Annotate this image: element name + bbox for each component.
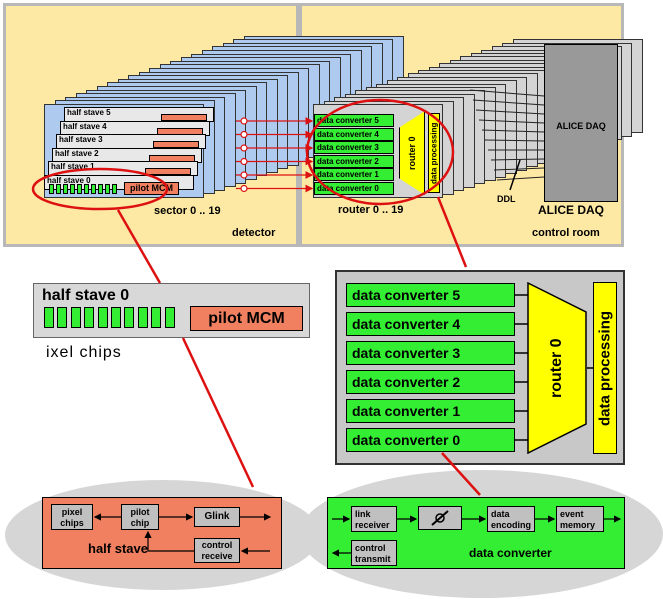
link-node: [240, 184, 248, 193]
router-range-label: router 0 .. 19: [338, 204, 404, 216]
zoom-pixel-chip: [84, 307, 95, 328]
data-converter-small: data converter 4: [314, 127, 394, 141]
half-stave-zoom-title: half stave 0: [42, 287, 130, 304]
ddl-fibre: [475, 109, 545, 115]
zoom-pixel-chip: [97, 307, 108, 328]
alice-daq-label: ALICE DAQ: [538, 203, 604, 217]
control-transmit-box: control transmit: [351, 540, 397, 566]
pixel-chip-small: [84, 184, 89, 194]
pixel-chips-box: pixel chips: [51, 504, 93, 530]
data-converter-small: data converter 5: [314, 114, 394, 127]
pixel-chip-small: [70, 184, 75, 194]
data-converter-large: data converter 2: [346, 370, 515, 394]
router-zoom-chip: router 0: [527, 282, 587, 454]
data-converter-small: data converter 3: [314, 141, 394, 154]
control-to-pilot: [144, 530, 194, 552]
half-stave-highlight: [31, 167, 169, 211]
zoom-pixel-chip: [111, 307, 121, 328]
pixel-chip-small: [91, 184, 96, 194]
half-stave-detail-link: [181, 337, 255, 488]
zoom-pilot-mcm: pilot MCM: [190, 306, 303, 331]
zoom-chips-caption: ixel chips: [46, 344, 122, 361]
data-encoding-box: data encoding: [487, 506, 535, 532]
ddl-fibre: [478, 119, 545, 124]
link-node: [240, 157, 248, 166]
ddl-label: DDL: [497, 194, 516, 204]
deser-slash: [431, 510, 449, 526]
router-zoom-link: [436, 196, 468, 268]
zoom-pixel-chip: [164, 307, 175, 328]
half-stave-label: half stave 5: [67, 108, 111, 117]
half-stave-label: half stave 0: [47, 175, 91, 185]
zoom-pixel-chip: [70, 307, 81, 328]
event-memory-box: event memory: [556, 506, 604, 532]
half-stave-label: half stave 1: [51, 162, 95, 171]
zoom-pixel-chip: [57, 307, 68, 328]
ddl-fibre: [469, 89, 545, 97]
link-node: [240, 130, 248, 139]
glink-box: Glink: [194, 507, 240, 527]
ddl-fibre: [484, 139, 545, 142]
ddl-fibre: [490, 158, 545, 161]
link-node: [240, 144, 248, 152]
ddl-fibre: [472, 99, 545, 106]
link-node: [240, 117, 248, 125]
deser-circle: [435, 513, 445, 523]
ddl-pointer: [509, 159, 521, 191]
data-converter-large: data converter 3: [346, 341, 515, 365]
pixel-chip-small: [56, 184, 61, 194]
control-receive-box: control receive: [194, 538, 240, 563]
control-room-label: control room: [532, 227, 600, 239]
converter-detail-link: [441, 452, 481, 496]
zoom-pixel-chip: [151, 307, 162, 328]
pixel-chip-small: [105, 184, 110, 194]
router-highlight: [305, 98, 455, 206]
half-stave-label: half stave 4: [63, 121, 107, 131]
data-converter-large: data converter 4: [346, 312, 515, 336]
pixel-chip-small: [63, 184, 68, 194]
data-converter-large: data converter 0: [346, 428, 515, 452]
ddl-fibre: [493, 167, 545, 171]
ddl-fibre: [481, 129, 545, 133]
link-receiver-box: link receiver: [351, 506, 397, 532]
converter-detail-label: data converter: [469, 546, 552, 560]
alice-daq-box: ALICE DAQ: [544, 44, 618, 202]
zoom-pixel-chip: [44, 307, 54, 328]
pilot-chip-box: pilot chip: [121, 504, 159, 530]
detector-label: detector: [232, 227, 276, 239]
sector-label: sector 0 .. 19: [154, 205, 221, 217]
ddl-fibre: [496, 176, 545, 181]
data-converter-small: data converter 1: [314, 168, 394, 181]
pixel-chip-small: [49, 184, 54, 194]
data-converter-small: data converter 2: [314, 154, 394, 168]
pixel-chip-small: [77, 184, 82, 194]
half-stave-label: half stave 3: [59, 135, 103, 144]
link-node: [240, 171, 248, 179]
zoom-pixel-chip: [124, 307, 135, 328]
half-stave-detail-label: half stave: [88, 541, 148, 556]
router-zoom-trapezoid: [527, 282, 587, 454]
pixel-chip-small: [112, 184, 117, 194]
pixel-chip-small: [98, 184, 103, 194]
half-stave-label: half stave 2: [55, 148, 99, 158]
data-converter-large: data converter 1: [346, 399, 515, 423]
data-converter-large: data converter 5: [346, 283, 515, 307]
half-stave-zoom-link: [116, 209, 162, 284]
zoom-pixel-chip: [137, 307, 148, 328]
